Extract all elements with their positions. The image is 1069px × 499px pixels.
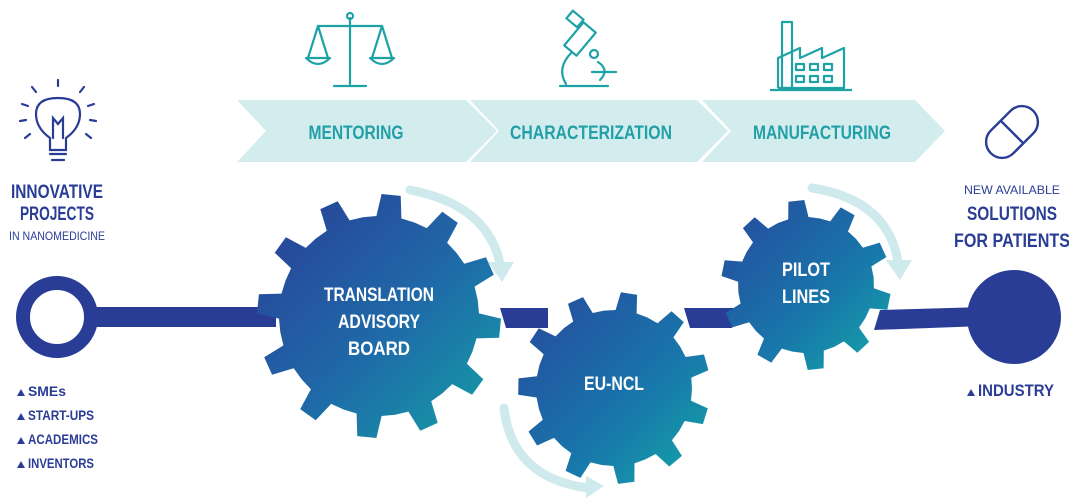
gear-translation-advisory-board [257, 194, 501, 438]
gear-label-translation-2: ADVISORY [338, 312, 420, 333]
stage-arrow-manufacturing [702, 100, 945, 162]
factory-icon [770, 20, 852, 92]
left-subtitle: IN NANOMEDICINE [9, 229, 105, 243]
left-bullet-list: SMEs START-UPS ACADEMICS INVENTORS [17, 383, 98, 471]
rotation-arrow-euncl [499, 403, 593, 493]
gear-label-translation-3: BOARD [348, 339, 410, 360]
scales-icon [304, 11, 396, 88]
left-bullet-2: START-UPS [28, 407, 94, 423]
right-title-line1: SOLUTIONS [967, 204, 1057, 225]
gear-label-translation-1: TRANSLATION [324, 285, 434, 306]
rotation-arrowhead-translation [488, 262, 514, 282]
end-node [967, 270, 1061, 364]
left-bullet-3: ACADEMICS [28, 431, 98, 447]
capsule-icon [984, 104, 1040, 160]
stage-label-characterization: CHARACTERIZATION [510, 123, 672, 144]
gear-pilot-lines [721, 200, 891, 370]
left-bullet-4: INVENTORS [28, 455, 94, 471]
left-title-line1: INNOVATIVE [11, 182, 103, 203]
gear-eu-ncl [518, 292, 709, 484]
stage-label-mentoring: MENTORING [309, 123, 404, 144]
left-title-line2: PROJECTS [20, 204, 94, 225]
bullet-triangle-icon [17, 461, 25, 468]
pipeline-line [96, 307, 984, 330]
right-bullet-list: INDUSTRY [967, 381, 1055, 400]
gear-label-pilot-2: LINES [782, 287, 830, 308]
right-pre: NEW AVAILABLE [964, 183, 1060, 197]
right-bullet-1: INDUSTRY [978, 381, 1055, 400]
gear-label-euncl: EU-NCL [584, 374, 644, 395]
rotation-arrow-translation [405, 185, 505, 269]
microscope-icon [558, 9, 618, 88]
rotation-arrowhead-pilot [886, 260, 912, 280]
right-title-line2: FOR PATIENTS [954, 231, 1069, 252]
rotation-arrow-pilot [807, 183, 903, 267]
stage-arrow-mentoring [237, 100, 497, 162]
stage-arrow-characterization [470, 100, 728, 162]
bullet-triangle-icon [17, 437, 25, 444]
bullet-triangle-icon [967, 389, 975, 396]
rotation-arrowhead-euncl [586, 476, 604, 498]
start-node [16, 276, 98, 358]
stage-label-manufacturing: MANUFACTURING [753, 123, 891, 144]
bullet-triangle-icon [17, 389, 25, 396]
lightbulb-icon [18, 78, 98, 162]
gear-label-pilot-1: PILOT [782, 260, 830, 281]
left-bullet-1: SMEs [28, 383, 66, 399]
bullet-triangle-icon [17, 413, 25, 420]
stage-banner: MENTORING CHARACTERIZATION MANUFACTURING [237, 100, 945, 162]
